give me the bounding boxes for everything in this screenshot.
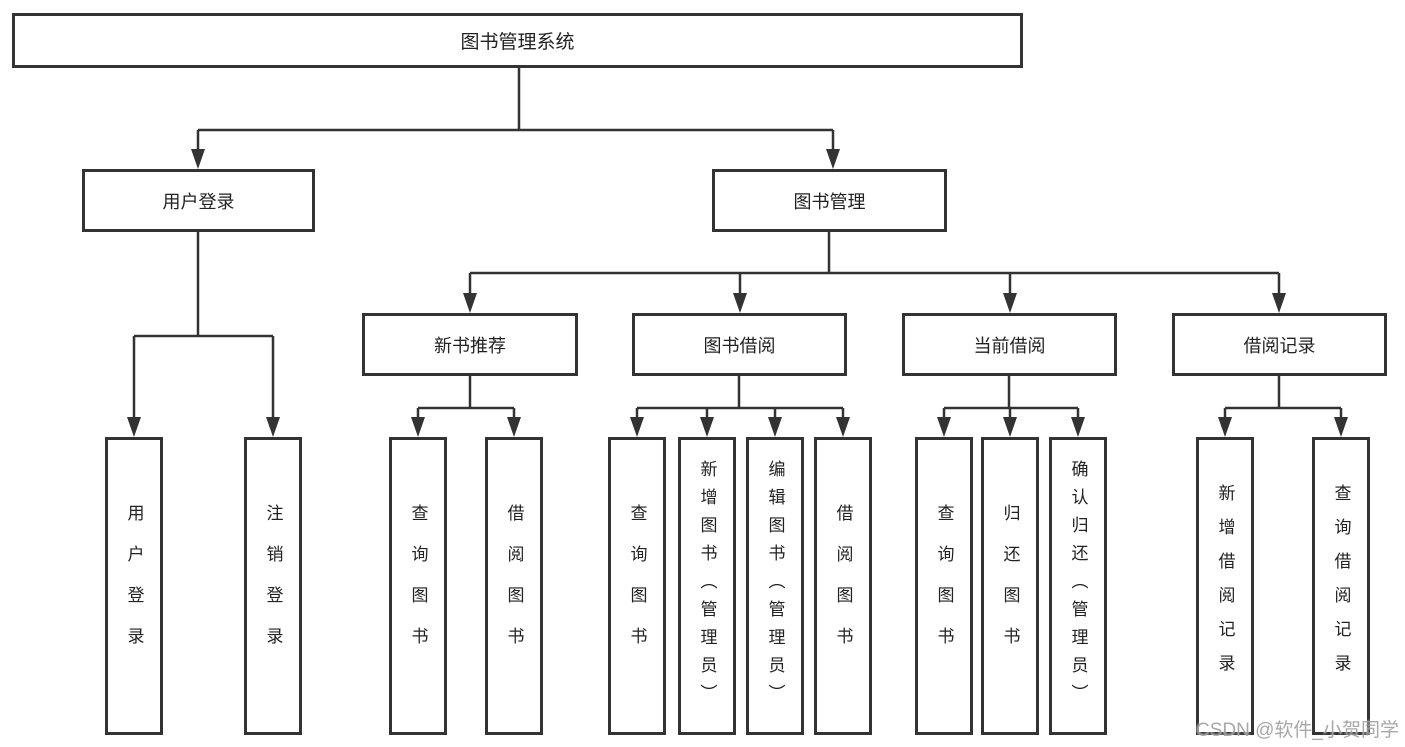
node-user-login-label: 用户登录 [162,191,235,212]
node-book-management-label: 图书管理 [793,191,866,212]
leaf-add-books-admin: 新增图书（管理员） [678,437,736,735]
leaf-user-login-label: 用户登录 [124,504,144,668]
leaf-current-query-books: 查询图书 [915,437,973,735]
node-current-borrow: 当前借阅 [902,313,1117,376]
leaf-recommend-borrow-books-label: 借阅图书 [504,504,524,668]
node-user-login: 用户登录 [82,169,315,232]
leaf-current-query-books-label: 查询图书 [934,504,954,668]
node-borrow-records-label: 借阅记录 [1243,335,1316,356]
leaf-user-login: 用户登录 [105,437,163,735]
node-root-label: 图书管理系统 [460,32,575,53]
leaf-recommend-borrow-books: 借阅图书 [485,437,543,735]
leaf-recommend-query-books-label: 查询图书 [408,504,428,668]
node-book-borrow-label: 图书借阅 [703,335,776,356]
leaf-edit-books-admin: 编辑图书（管理员） [746,437,804,735]
leaf-confirm-return-admin-label: 确认归还（管理员） [1068,460,1088,712]
leaf-borrow-query-books-label: 查询图书 [627,504,647,668]
leaf-borrow-query-books: 查询图书 [608,437,666,735]
node-new-book-recommend: 新书推荐 [362,313,578,376]
leaf-borrow-books-label: 借阅图书 [833,504,853,668]
node-root: 图书管理系统 [12,13,1023,68]
leaf-query-borrow-record: 查询借阅记录 [1312,437,1370,735]
node-book-borrow: 图书借阅 [632,313,847,376]
leaf-return-books-label: 归还图书 [1000,504,1020,668]
leaf-logout-label: 注销登录 [263,504,283,668]
leaf-return-books: 归还图书 [981,437,1039,735]
leaf-query-borrow-record-label: 查询借阅记录 [1331,484,1351,688]
node-book-management: 图书管理 [712,169,947,232]
node-current-borrow-label: 当前借阅 [973,335,1046,356]
leaf-add-borrow-record-label: 新增借阅记录 [1215,484,1235,688]
node-new-book-recommend-label: 新书推荐 [434,335,506,356]
leaf-recommend-query-books: 查询图书 [389,437,447,735]
leaf-add-borrow-record: 新增借阅记录 [1196,437,1254,735]
leaf-confirm-return-admin: 确认归还（管理员） [1049,437,1107,735]
leaf-add-books-admin-label: 新增图书（管理员） [697,460,717,712]
leaf-borrow-books: 借阅图书 [814,437,872,735]
node-borrow-records: 借阅记录 [1172,313,1387,376]
leaf-edit-books-admin-label: 编辑图书（管理员） [765,460,785,712]
watermark: CSDN @软件_小贺同学 [1196,720,1399,741]
leaf-logout: 注销登录 [244,437,302,735]
